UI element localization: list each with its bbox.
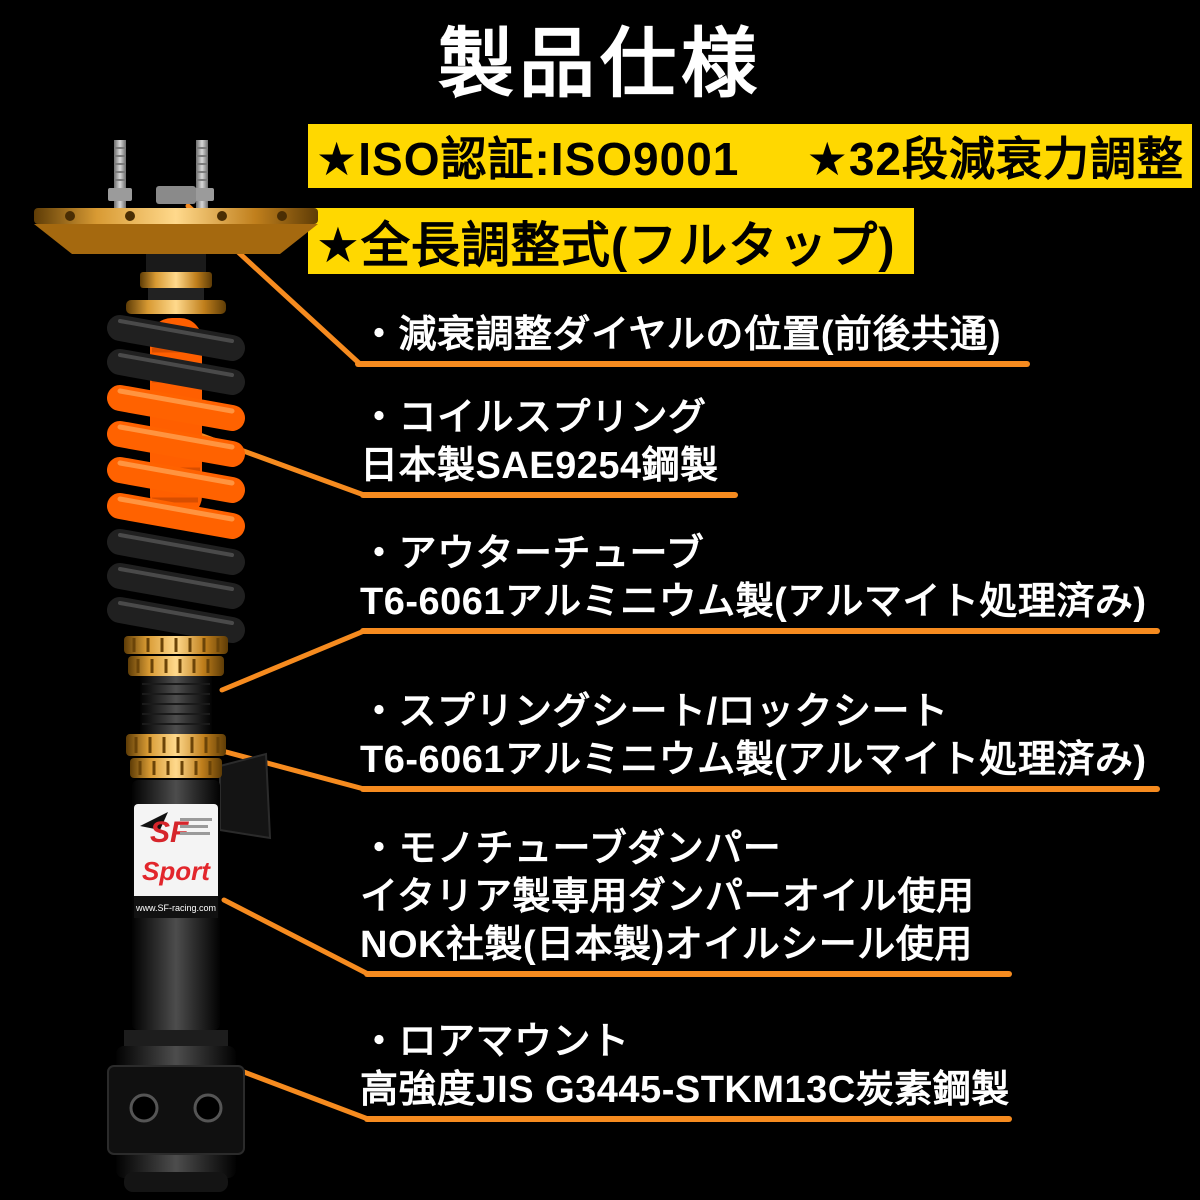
underline-damping-dial [355,361,1030,367]
coil-spring [107,315,245,643]
annotation-line: ・ロアマウント [360,1021,630,1063]
spec-badge-row-2: ★全長調整式(フルタップ) [308,208,914,274]
annotation-lower-mount: ・ロアマウント 高強度JIS G3445-STKM13C炭素鋼製 [360,1018,1010,1114]
annotation-line: ・モノチューブダンパー [360,828,782,870]
underline-outer-tube [360,628,1160,634]
underline-lower-mount [364,1116,1012,1122]
annotation-coil-spring: ・コイルスプリング 日本製SAE9254鋼製 [360,394,719,490]
annotation-line: 高強度JIS G3445-STKM13C炭素鋼製 [360,1069,1010,1111]
brand-sticker: SF Sport www.SF-racing.com [134,804,218,918]
annotation-line: ・コイルスプリング [360,397,707,439]
sticker-series-text: Sport [142,856,211,886]
top-mount-plate [34,208,318,254]
annotation-line: イタリア製専用ダンパーオイル使用 [360,876,975,918]
badge-damping-adjust: ★32段減衰力調整 [806,133,1184,185]
tube-threads [142,683,210,725]
annotation-line: T6-6061アルミニウム製(アルマイト処理済み) [360,581,1147,623]
connector-line-monotube [221,897,371,977]
annotation-line: ・アウターチューブ [360,533,705,575]
connector-line-spring-seat [197,742,367,792]
upper-spring-perch [126,254,226,314]
annotation-outer-tube: ・アウターチューブ T6-6061アルミニウム製(アルマイト処理済み) [360,530,1147,626]
side-bracket [219,752,272,840]
annotation-monotube: ・モノチューブダンパー イタリア製専用ダンパーオイル使用 NOK社製(日本製)オ… [360,825,974,969]
annotation-damping-dial: ・減衰調整ダイヤルの位置(前後共通) [360,311,1001,359]
sticker-website-text: www.SF-racing.com [135,903,216,913]
threaded-outer-tube [140,676,212,746]
annotation-line: NOK社製(日本製)オイルシール使用 [360,924,973,966]
sticker-brand-text: SF [150,816,189,849]
spec-badge-row-1: ★ISO認証:ISO9001 ★32段減衰力調整 [308,124,1192,188]
badge-full-length-adjust: ★全長調整式(フルタップ) [316,218,896,273]
annotation-line: T6-6061アルミニウム製(アルマイト処理済み) [360,739,1147,781]
coilover-illustration: SF Sport www.SF-racing.com [34,140,318,1192]
bump-stop [150,318,202,518]
lower-mount [107,1030,245,1192]
annotation-line: 日本製SAE9254鋼製 [360,445,719,487]
spring-seat-lock-collar [124,636,228,676]
mounting-studs [108,140,214,208]
damping-dial [156,186,196,204]
connector-line-coil-spring [172,423,367,498]
annotation-line: ・減衰調整ダイヤルの位置(前後共通) [360,314,1002,356]
connector-line-outer-tube [219,628,367,693]
connector-line-lower-mount [225,1063,371,1122]
connector-lines [172,203,371,1122]
body-lock-collars [126,734,226,778]
annotation-spring-seat: ・スプリングシート/ロックシート T6-6061アルミニウム製(アルマイト処理済… [360,688,1147,784]
underline-coil-spring [360,492,738,498]
badge-iso-certification: ★ISO認証:ISO9001 [316,133,740,185]
annotation-line: ・スプリングシート/ロックシート [360,691,949,733]
page-title: 製品仕様 [438,22,762,107]
underline-spring-seat [360,786,1160,792]
underline-monotube [364,971,1012,977]
damper-body [132,780,220,1030]
